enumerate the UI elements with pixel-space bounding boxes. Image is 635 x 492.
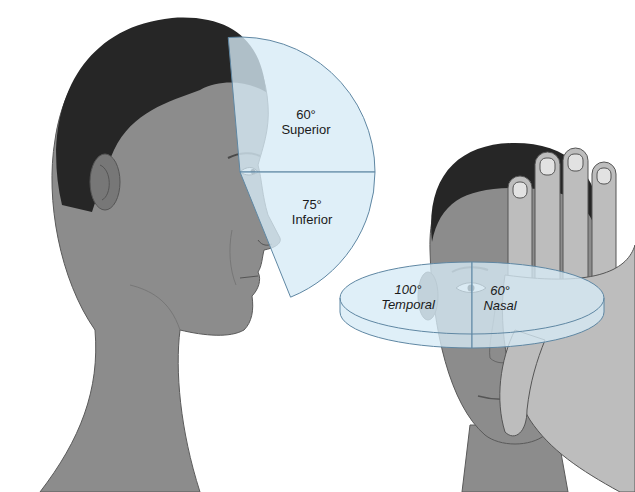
- profile-ear-inner: [100, 165, 109, 200]
- field-angle-label: 60° Nasal: [480, 283, 520, 313]
- field-angle-label: 75° Inferior: [284, 197, 340, 227]
- sector-shape: [340, 262, 472, 348]
- fingernail: [540, 158, 555, 175]
- visual-field-sector: 60° Nasal: [470, 260, 606, 350]
- profile-cheek-line: [230, 230, 236, 285]
- fingernail: [513, 182, 527, 198]
- fingernail: [597, 168, 611, 184]
- profile-mouth: [240, 276, 258, 278]
- fingernail: [568, 154, 583, 171]
- visual-field-sector: 60° Superior: [226, 35, 378, 174]
- sector-outline: [226, 35, 378, 174]
- sector-shape: [240, 172, 375, 297]
- field-angle-label: 60° Superior: [278, 107, 334, 137]
- profile-ear: [90, 154, 120, 210]
- sector-shape: [472, 262, 604, 348]
- visual-field-sector: 100° Temporal: [338, 260, 474, 350]
- field-angle-label: 100° Temporal: [380, 282, 436, 312]
- sector-shape: [228, 37, 375, 172]
- profile-jaw-line: [130, 285, 180, 330]
